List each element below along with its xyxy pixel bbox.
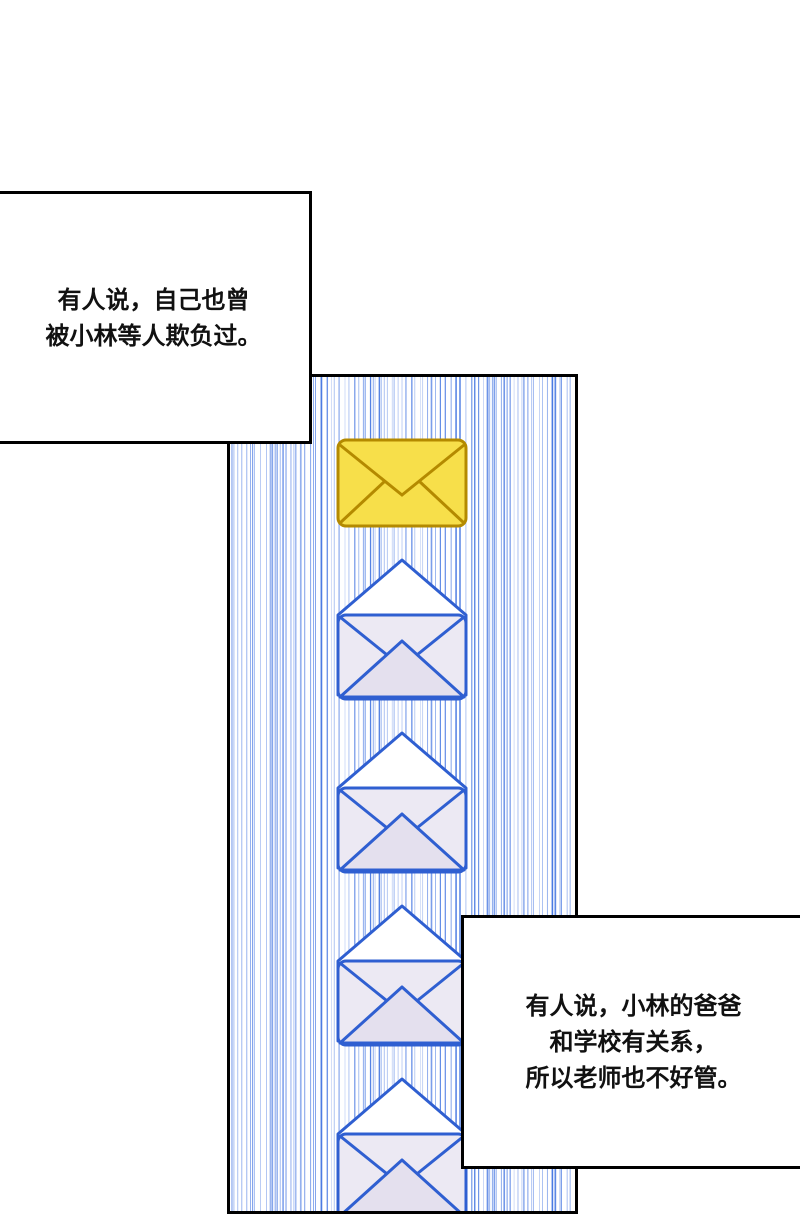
open-envelope-icon (336, 731, 468, 874)
highlighted-envelope-icon (336, 438, 468, 528)
caption-box-top: 有人说，自己也曾 被小林等人欺负过。 (0, 191, 312, 444)
open-envelope-icon (336, 1077, 468, 1211)
caption-box-bottom: 有人说，小林的爸爸 和学校有关系， 所以老师也不好管。 (461, 915, 800, 1169)
open-envelope-icon (336, 904, 468, 1047)
open-envelope-icon (336, 558, 468, 701)
speed-line-panel (227, 374, 578, 1214)
caption-text-top: 有人说，自己也曾 被小林等人欺负过。 (45, 285, 262, 350)
caption-text-bottom: 有人说，小林的爸爸 和学校有关系， 所以老师也不好管。 (525, 992, 742, 1092)
